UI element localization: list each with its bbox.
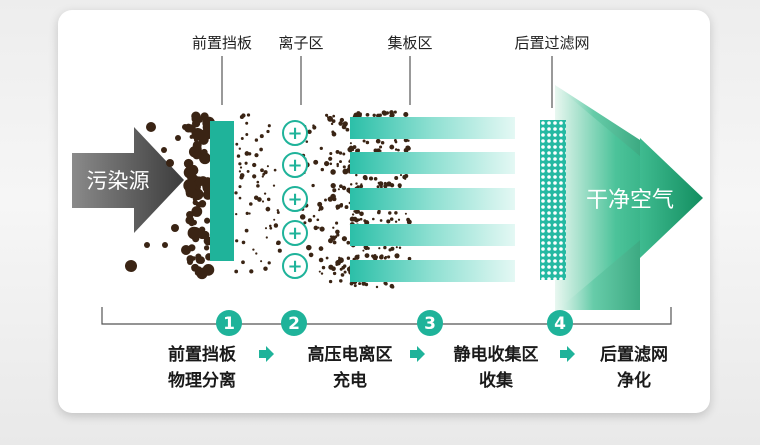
svg-text:+: +	[287, 256, 302, 277]
svg-text:+: +	[287, 123, 302, 144]
plus-circle-icon: +	[283, 221, 307, 245]
label-ionization-zone: 离子区	[278, 34, 323, 52]
clean-air-arrow: 干净空气	[555, 85, 703, 312]
step-1-subtitle: 物理分离	[168, 370, 236, 391]
arrow-right-icon	[410, 346, 425, 362]
step-2-title: 高压电离区	[308, 344, 393, 365]
step-3-subtitle: 收集	[479, 370, 514, 391]
label-front-baffle: 前置挡板	[192, 34, 252, 52]
svg-text:+: +	[287, 155, 302, 176]
plus-circle-icon: +	[283, 121, 307, 145]
label-collector-zone: 集板区	[387, 34, 432, 52]
plus-circle-icon: +	[283, 254, 307, 278]
collector-plate	[350, 117, 515, 139]
collector-plate	[350, 188, 515, 210]
step-3-title: 静电收集区	[454, 344, 539, 365]
ionization-column: + + + + +	[283, 121, 307, 278]
arrow-right-icon	[259, 346, 274, 362]
step-1-marker: 1	[216, 310, 242, 336]
collector-plate	[350, 224, 515, 246]
step-1-number: 1	[223, 314, 235, 334]
diagram-card: 前置挡板 离子区 集板区 后置过滤网 污染源 + + + + + 干净空气 1	[58, 10, 710, 413]
clean-air-label: 干净空气	[586, 188, 674, 213]
step-4-marker: 4	[547, 310, 573, 336]
step-2-number: 2	[288, 314, 300, 334]
plus-circle-icon: +	[283, 153, 307, 177]
front-baffle-plate	[210, 121, 234, 261]
step-4-subtitle: 净化	[617, 370, 651, 391]
step-1-title: 前置挡板	[168, 344, 237, 365]
plus-circle-icon: +	[283, 187, 307, 211]
pollution-source-label: 污染源	[87, 169, 150, 193]
collector-plate	[350, 260, 515, 282]
rear-filter-mesh	[540, 120, 566, 280]
label-leader-lines	[222, 56, 552, 108]
svg-text:+: +	[287, 223, 302, 244]
filtration-diagram: 前置挡板 离子区 集板区 后置过滤网 污染源 + + + + + 干净空气 1	[58, 10, 710, 413]
arrow-right-icon	[560, 346, 575, 362]
step-2-subtitle: 充电	[333, 370, 367, 391]
step-3-number: 3	[424, 314, 436, 334]
step-2-marker: 2	[281, 310, 307, 336]
pollution-source-arrow: 污染源	[72, 127, 184, 233]
step-3-marker: 3	[417, 310, 443, 336]
step-4-number: 4	[554, 314, 566, 334]
svg-text:+: +	[287, 189, 302, 210]
collector-plate	[350, 152, 515, 174]
step-4-title: 后置滤网	[600, 344, 668, 365]
label-rear-filter: 后置过滤网	[514, 34, 589, 52]
